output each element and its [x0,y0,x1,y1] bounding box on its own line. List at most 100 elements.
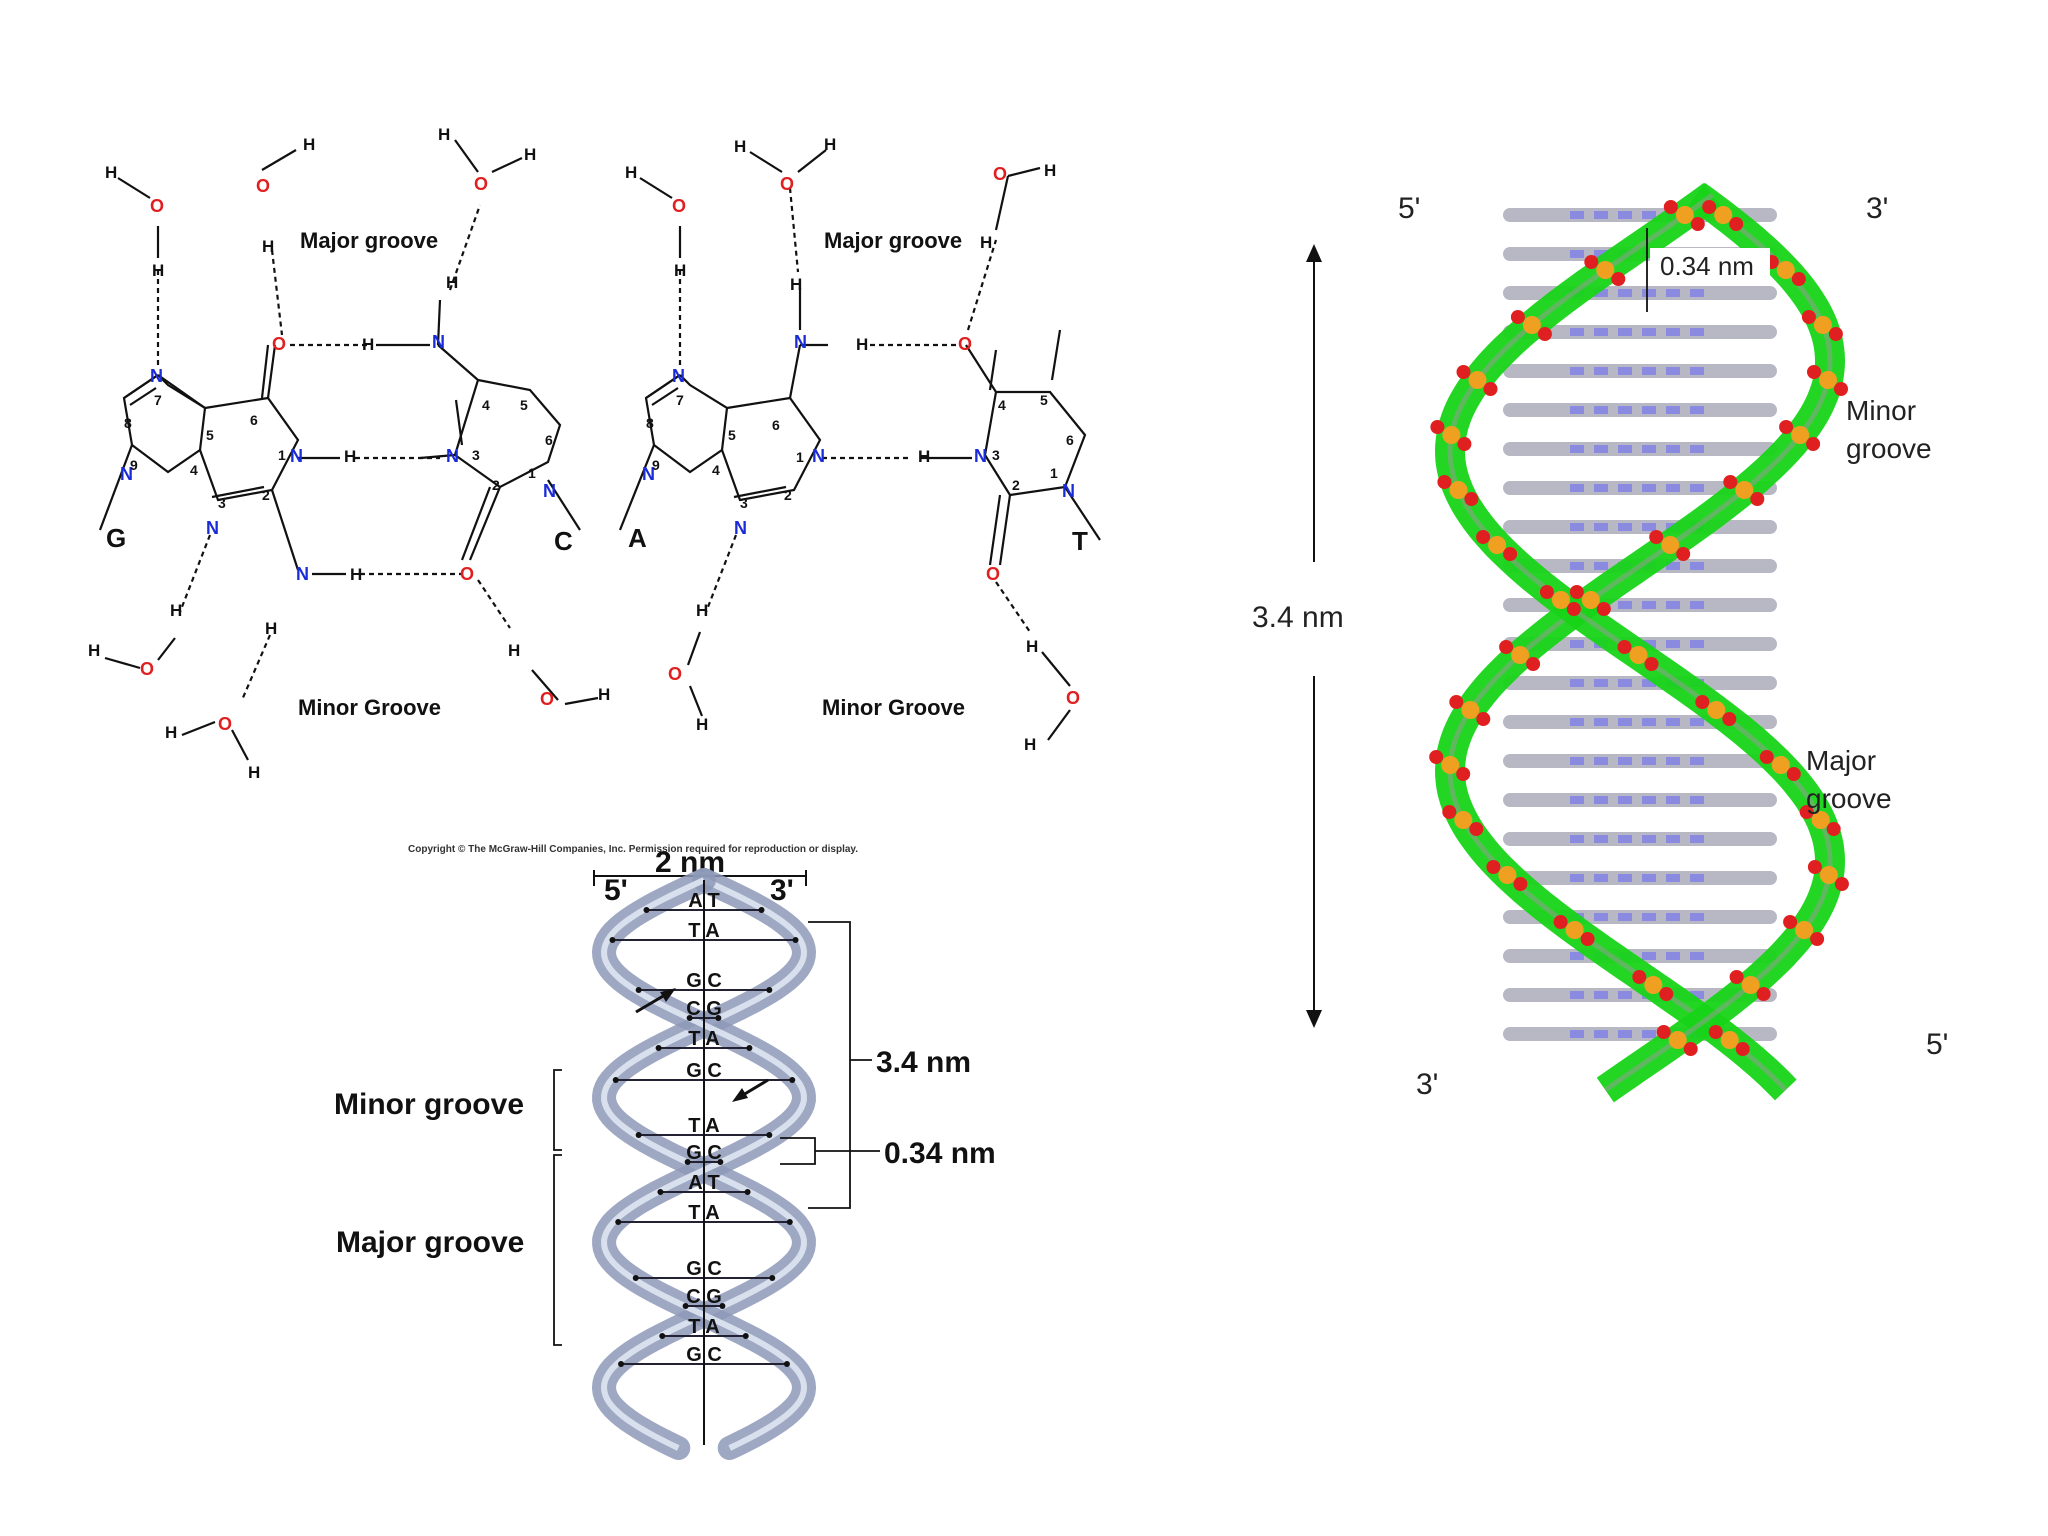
svg-text:9: 9 [130,457,138,473]
oxygen-atom [1632,970,1647,984]
svg-text:2: 2 [262,487,270,503]
oxygen-atom [1810,932,1825,946]
oxygen-atom [1828,327,1843,341]
model-top-left-end: 5' [1398,192,1420,225]
atom-n: N [206,518,219,538]
svg-text:6: 6 [772,417,780,433]
oxygen-atom [1663,200,1678,214]
atom-h: H [696,715,708,734]
svg-text:1: 1 [796,449,804,465]
oxygen-atom [1566,602,1581,616]
svg-text:4: 4 [998,397,1006,413]
helix-minor-groove-label: Minor groove [334,1088,524,1121]
atom-h: H [262,237,274,256]
phosphorus-atom [1771,756,1790,774]
adenine-label: A [628,523,647,553]
atom-o: O [993,164,1007,184]
oxygen-atom [1429,750,1444,764]
atom-n: N [120,464,133,484]
oxygen-atom [1442,805,1457,819]
copyright-notice: Copyright © The McGraw-Hill Companies, I… [408,844,858,855]
helix-major-groove-label: Major groove [336,1226,524,1259]
svg-text:5: 5 [206,427,214,443]
phosphorus-atom [1661,536,1680,554]
oxygen-atom [1807,860,1822,874]
phosphorus-atom [1813,316,1832,334]
svg-text:6: 6 [250,412,258,428]
atom-h: H [152,261,164,280]
oxygen-atom [1437,475,1452,489]
atom-h: H [344,447,356,466]
oxygen-atom [1759,750,1774,764]
atom-n: N [543,481,556,501]
oxygen-atom [1539,585,1554,599]
oxygen-atom [1569,585,1584,599]
atom-h: H [350,565,362,584]
oxygen-atom [1799,805,1814,819]
phosphorus-atom [1498,866,1517,884]
atom-n: N [290,446,303,466]
model-minor-groove-label-2: groove [1846,433,1932,464]
atom-n: N [672,366,685,386]
phosphorus-atom [1596,261,1615,279]
atom-o: O [1066,688,1080,708]
oxygen-atom [1676,547,1691,561]
at-major-groove-label: Major groove [824,228,962,253]
atom-o: O [256,176,270,196]
phosphorus-atom [1581,591,1600,609]
oxygen-atom [1695,695,1710,709]
oxygen-atom [1580,932,1595,946]
oxygen-atom [1617,640,1632,654]
atom-h: H [248,763,260,782]
oxygen-atom [1806,437,1821,451]
svg-text:3: 3 [992,447,1000,463]
atom-h: H [508,641,520,660]
phosphorus-atom [1720,1031,1739,1049]
phosphorus-atom [1488,536,1507,554]
atom-o: O [272,334,286,354]
svg-text:8: 8 [646,415,654,431]
atom-o: O [672,196,686,216]
oxygen-atom [1683,1042,1698,1056]
oxygen-atom [1456,767,1471,781]
oxygen-atom [1584,255,1599,269]
phosphorus-atom [1675,206,1694,224]
at-base-pair: H O H H O H H N H O H H O N N N H N N N … [618,135,1101,754]
guanine-label: G [106,523,126,553]
svg-text:7: 7 [676,392,684,408]
helix-rise-label: 0.34 nm [884,1137,996,1170]
oxygen-atom [1449,695,1464,709]
atom-h: H [446,273,458,292]
svg-text:9: 9 [652,457,660,473]
atom-h: H [362,335,374,354]
atom-n: N [150,366,163,386]
oxygen-atom [1486,860,1501,874]
oxygen-atom [1783,915,1798,929]
oxygen-atom [1526,657,1541,671]
oxygen-atom [1513,877,1528,891]
oxygen-atom [1649,530,1664,544]
atom-o: O [986,564,1000,584]
oxygen-atom [1723,475,1738,489]
phosphorus-atom [1819,371,1837,389]
svg-text:5: 5 [728,427,736,443]
atom-n: N [734,518,747,538]
phosphorus-atom [1791,426,1810,444]
helix-5-end-label: 5' [604,874,628,907]
atom-h: H [824,135,836,154]
model-rise-label: 0.34 nm [1660,251,1754,281]
thymine-label: T [1072,526,1088,556]
gc-major-groove-label: Major groove [300,228,438,253]
atom-h: H [1024,735,1036,754]
phosphorus-atom [1629,646,1648,664]
oxygen-atom [1702,200,1717,214]
svg-text:4: 4 [482,397,490,413]
molecular-model: 0.34 nm 3.4 nm 5' 3' 3' 5' Minor groove … [1252,182,1948,1103]
atom-o: O [780,174,794,194]
oxygen-atom [1537,327,1552,341]
oxygen-atom [1834,382,1848,396]
oxygen-atom [1510,310,1525,324]
oxygen-atom [1708,1025,1723,1039]
oxygen-atom [1807,365,1821,379]
oxygen-atom [1786,767,1801,781]
